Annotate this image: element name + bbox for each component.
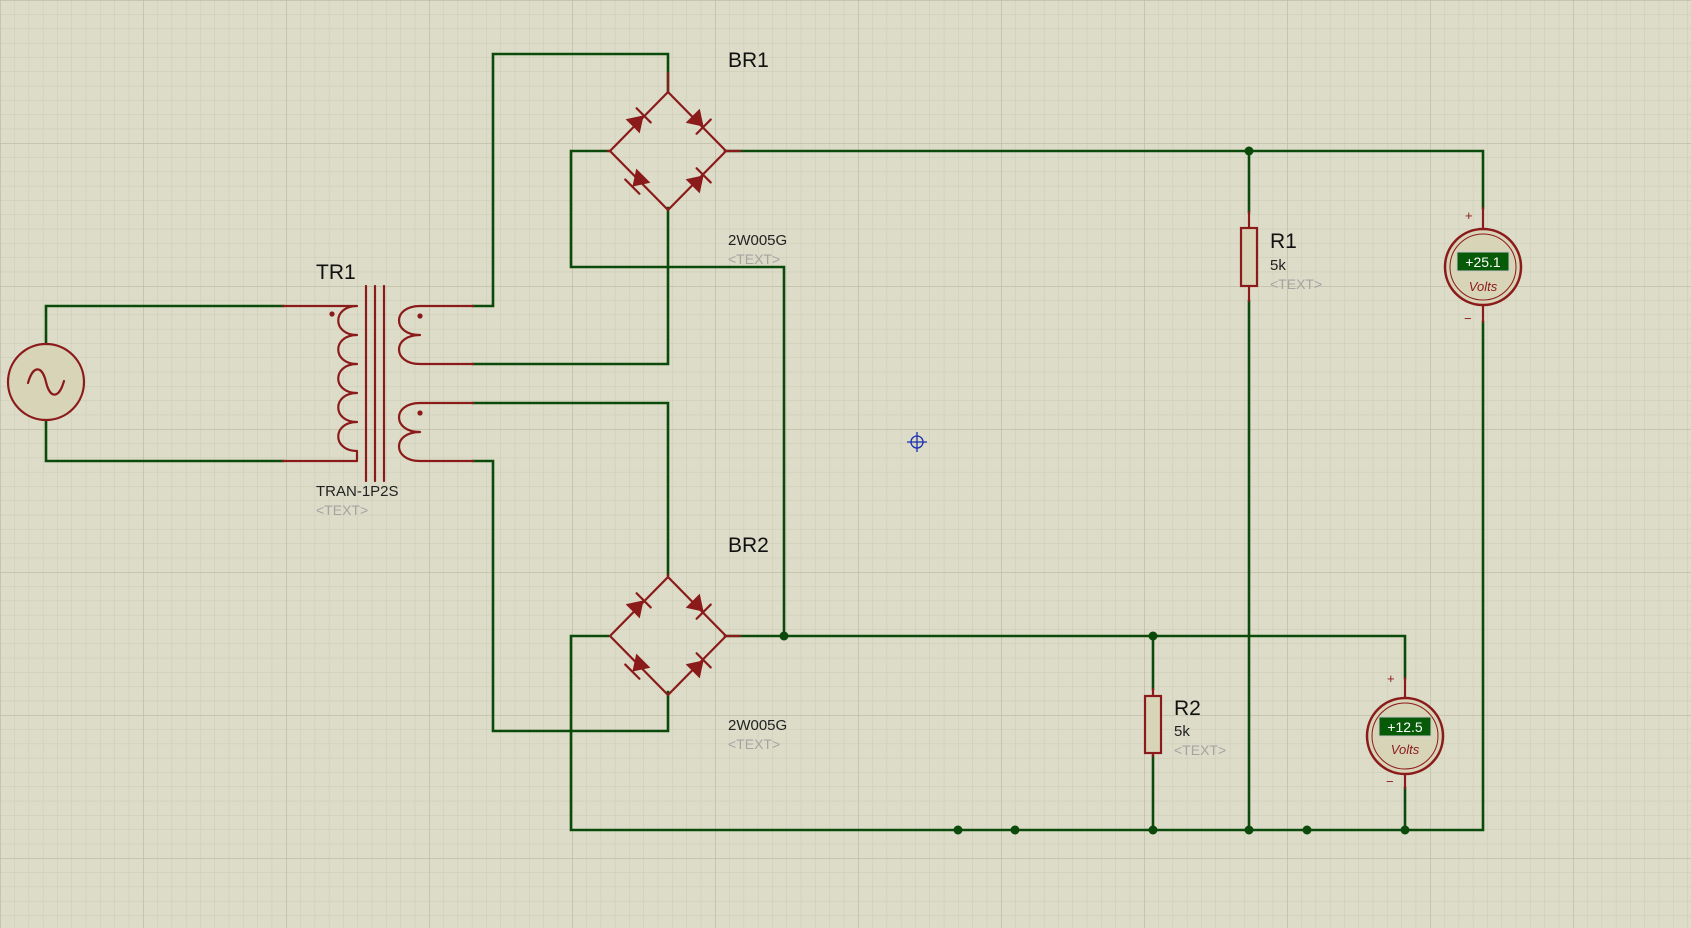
r1-ref-label: R1 (1270, 230, 1297, 253)
br2-text-label: <TEXT> (728, 736, 780, 752)
wire-sec1-bottom[interactable] (471, 206, 670, 366)
tr1-ref-label: TR1 (316, 261, 356, 284)
junction-dot (1400, 825, 1410, 835)
br1-value-label: 2W005G (728, 232, 787, 249)
tr1-phase-dot (417, 313, 423, 319)
r1-text-label: <TEXT> (1270, 276, 1322, 292)
br2-diode-icon (685, 652, 712, 679)
junction-dot (1302, 825, 1312, 835)
tr1-secondary2-coil (397, 401, 475, 463)
wire-sec2-bottom[interactable] (471, 459, 670, 733)
br2-leads (666, 573, 742, 638)
tr1-value-label: TRAN-1P2S (316, 483, 399, 500)
br2-diamond (608, 575, 728, 697)
voltmeter-1[interactable]: +25.1 Volts + − (1443, 206, 1523, 326)
r2-ref-label: R2 (1174, 697, 1201, 720)
tr1-primary-coil (337, 304, 359, 463)
br2-diode-icon (625, 592, 652, 619)
tr1-text-label: <TEXT> (316, 502, 368, 518)
sine-wave-icon (26, 368, 66, 396)
br2-diode-icon (685, 593, 712, 620)
wire-sec2-top[interactable] (471, 401, 670, 577)
junction-dot (1148, 631, 1158, 641)
tr1-phase-dot (329, 311, 335, 317)
br1-text-label: <TEXT> (728, 251, 780, 267)
vm2-plus-label: + (1387, 671, 1395, 686)
resistor-r1[interactable]: R1 5k <TEXT> (1239, 210, 1322, 303)
wire-source-top[interactable] (44, 304, 285, 347)
vm1-inner-ring (1449, 233, 1517, 301)
br1-diode-icon (685, 167, 712, 194)
r2-body (1143, 694, 1163, 755)
vm2-reading: +12.5 (1387, 719, 1423, 735)
br1-diode-icon (685, 108, 712, 135)
wire-br1-positive[interactable] (723, 149, 1485, 210)
wire-br2-negative[interactable] (569, 320, 1485, 832)
vm1-unit: Volts (1469, 279, 1498, 294)
wire-sec1-top[interactable] (471, 52, 670, 308)
wires[interactable] (44, 52, 1485, 835)
vm2-inner-ring (1371, 702, 1439, 770)
bridge-rectifier-br1[interactable] (606, 71, 742, 212)
vm1-minus-label: − (1464, 311, 1472, 326)
wire-source-bottom[interactable] (44, 417, 285, 463)
br2-diode-icon (624, 653, 651, 680)
br1-leads (606, 71, 742, 153)
br1-diode-icon (625, 107, 652, 134)
crosshair-cursor-icon (907, 432, 927, 452)
junction-dot (1244, 146, 1254, 156)
tr1-primary-lead (281, 304, 342, 463)
tr1-core (364, 284, 386, 483)
vm1-display (1456, 251, 1510, 272)
r2-text-label: <TEXT> (1174, 742, 1226, 758)
r2-value-label: 5k (1174, 723, 1190, 740)
r1-body (1239, 226, 1259, 288)
junction-dot (1244, 825, 1254, 835)
voltmeter-2[interactable]: +12.5 Volts + − (1365, 671, 1445, 790)
wire-br1-negative[interactable] (569, 149, 786, 638)
tr1-phase-dot (417, 410, 423, 416)
tr1-secondary1-coil (397, 304, 475, 366)
vm2-minus-label: − (1386, 774, 1394, 789)
br1-diamond (608, 90, 728, 212)
br1-diode-icon (624, 168, 651, 195)
vm2-unit: Volts (1391, 742, 1420, 757)
junction-dot (779, 631, 789, 641)
junction-dot (1148, 825, 1158, 835)
vm2-display (1378, 716, 1432, 737)
ac-source[interactable] (6, 342, 86, 422)
wire-br2-positive[interactable] (723, 634, 1407, 680)
vm1-reading: +25.1 (1465, 254, 1501, 270)
junction-dot (1010, 825, 1020, 835)
br2-ref-label: BR2 (728, 534, 769, 557)
br2-value-label: 2W005G (728, 717, 787, 734)
vm1-plus-label: + (1465, 208, 1473, 223)
bridge-rectifier-br2[interactable] (608, 573, 742, 697)
resistor-r2[interactable]: R2 5k <TEXT> (1143, 687, 1226, 758)
transformer-tr1[interactable]: TR1 TRAN-1P2S <TEXT> (281, 261, 475, 518)
junction-dot (953, 825, 963, 835)
br1-ref-label: BR1 (728, 49, 769, 72)
r1-value-label: 5k (1270, 257, 1286, 274)
